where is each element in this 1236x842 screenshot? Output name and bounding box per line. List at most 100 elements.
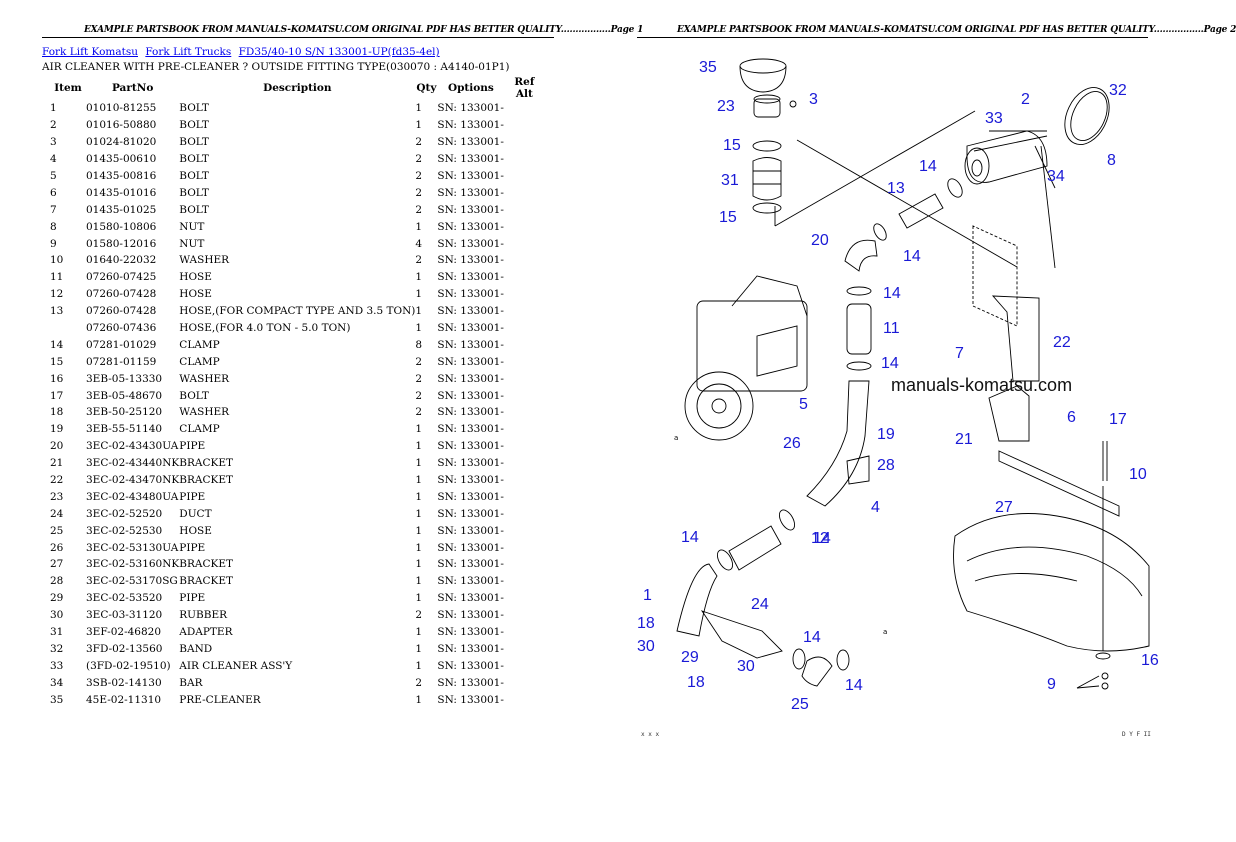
page-header: EXAMPLE PARTSBOOK FROM MANUALS-KOMATSU.C…: [84, 25, 644, 35]
watermark: manuals-komatsu.com: [891, 375, 1072, 395]
callout-label: 33: [985, 110, 1003, 127]
cell-options: SN: 133001-: [437, 490, 504, 503]
cell-partno: 07281-01159: [86, 355, 157, 368]
callout-label: 25: [791, 696, 809, 713]
callout-label: 12: [811, 530, 829, 547]
callout-label: 3: [809, 91, 818, 108]
cell-description: HOSE,(FOR COMPACT TYPE AND 3.5 TON): [179, 305, 416, 318]
cell-qty: 1: [415, 507, 423, 520]
cell-item: 34: [50, 676, 64, 689]
table-header-row: Item PartNo Description Qty Options Ref …: [42, 76, 544, 100]
cell-item: [42, 320, 86, 337]
cell-partno: 3EC-02-53520: [86, 592, 163, 605]
cell-ref-alt: [504, 505, 544, 522]
cell-description: BOLT: [179, 136, 209, 149]
cell-partno: 01435-00816: [86, 170, 157, 182]
cell-item: 4: [50, 153, 57, 166]
cell-item: 29: [50, 592, 64, 605]
cell-item: 14: [50, 338, 64, 351]
cell-qty: 1: [415, 575, 423, 588]
cell-qty: 1: [415, 541, 423, 554]
cell-options: SN: 133001-: [437, 305, 504, 318]
cell-description: PRE-CLEANER: [179, 693, 261, 706]
cell-qty: 1: [415, 626, 423, 639]
cell-qty: 4: [415, 237, 423, 250]
cell-qty: 2: [415, 170, 423, 182]
callout-label: 22: [1053, 334, 1071, 351]
cell-options: SN: 133001-: [437, 575, 504, 588]
cell-description: BRACKET: [179, 575, 234, 588]
cell-item: 33: [50, 659, 64, 672]
callout-label: 17: [1109, 411, 1127, 428]
cell-partno: 01016-50880: [86, 119, 157, 132]
cell-options: SN: 133001-: [437, 102, 504, 115]
cell-partno: 07260-07436: [86, 322, 157, 335]
cell-options: SN: 133001-: [437, 170, 504, 182]
cell-options: SN: 133001-: [437, 507, 504, 520]
cell-description: CLAMP: [179, 423, 220, 436]
cell-options: SN: 133001-: [437, 440, 504, 453]
callout-label: 14: [881, 355, 899, 372]
cell-ref-alt: [504, 607, 544, 624]
cell-options: SN: 133001-: [437, 136, 504, 149]
cell-qty: 1: [415, 474, 423, 487]
cell-partno: 07260-07428: [86, 305, 157, 318]
cell-qty: 1: [415, 102, 423, 115]
cell-ref-alt: [504, 303, 544, 320]
cell-item: 19: [50, 423, 64, 436]
cell-description: BAR: [179, 676, 203, 689]
cell-qty: 1: [415, 220, 423, 233]
breadcrumb-link-model[interactable]: FD35/40-10 S/N 133001-UP(fd35-4el): [238, 46, 440, 58]
cell-partno: 07260-07428: [86, 288, 157, 301]
cell-description: BOLT: [179, 119, 209, 132]
callout-label: 7: [955, 345, 964, 362]
cell-options: SN: 133001-: [437, 659, 504, 672]
cell-partno: 01435-01025: [86, 203, 157, 216]
cell-qty: 1: [415, 642, 423, 655]
cell-ref-alt: [504, 404, 544, 421]
cell-ref-alt: [504, 421, 544, 438]
cell-qty: 1: [415, 119, 423, 132]
cell-ref-alt: [504, 387, 544, 404]
cell-ref-alt: [504, 488, 544, 505]
cell-qty: 1: [415, 558, 423, 571]
cell-options: SN: 133001-: [437, 271, 504, 284]
col-item: Item: [54, 82, 82, 94]
cell-options: SN: 133001-: [437, 457, 504, 470]
cell-options: SN: 133001-: [437, 406, 504, 419]
cell-options: SN: 133001-: [437, 626, 504, 639]
parts-list-page: EXAMPLE PARTSBOOK FROM MANUALS-KOMATSU.C…: [0, 0, 644, 842]
cell-description: WASHER: [179, 372, 230, 385]
cell-ref-alt: [504, 218, 544, 235]
cell-qty: 2: [415, 203, 423, 216]
col-options: Options: [447, 82, 494, 94]
cell-item: 10: [50, 254, 64, 267]
breadcrumb-link-brand[interactable]: Fork Lift Komatsu: [42, 46, 138, 58]
breadcrumb-link-category[interactable]: Fork Lift Trucks: [145, 46, 232, 58]
cell-options: SN: 133001-: [437, 541, 504, 554]
col-description: Description: [263, 82, 332, 94]
callout-label: 2: [1021, 91, 1030, 108]
cell-ref-alt: [504, 184, 544, 201]
cell-ref-alt: [504, 252, 544, 269]
callout-label: 27: [995, 499, 1013, 516]
cell-options: SN: 133001-: [437, 609, 504, 622]
cell-ref-alt: [504, 573, 544, 590]
cell-item: 13: [50, 305, 64, 318]
col-ref-alt: Ref Alt: [514, 76, 535, 100]
